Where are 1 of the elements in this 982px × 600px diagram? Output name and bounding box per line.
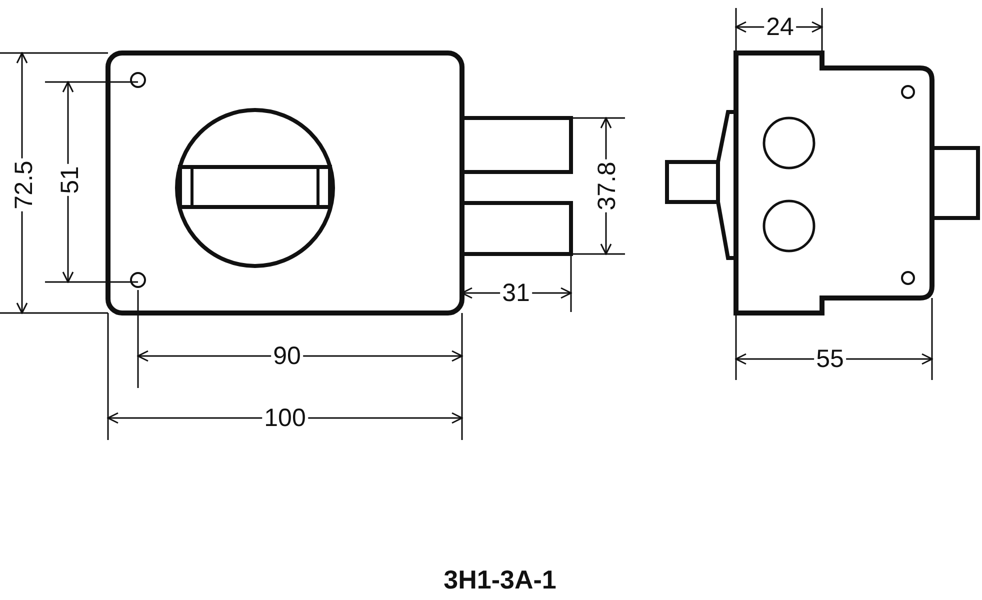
caption: 3H1-3A-1 (444, 564, 556, 596)
